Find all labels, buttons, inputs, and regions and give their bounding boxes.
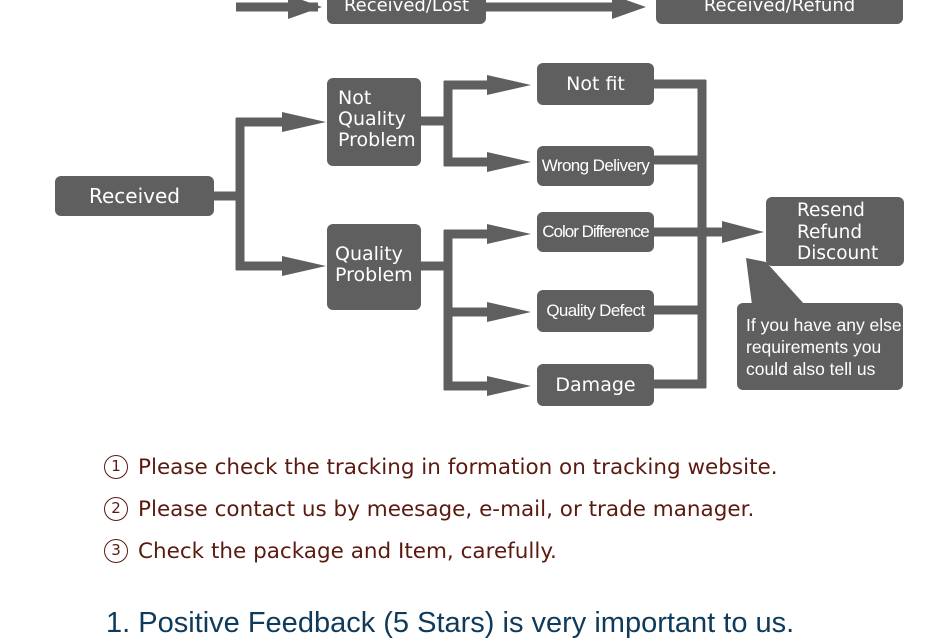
box-not-fit-label: Not fit: [566, 73, 625, 95]
box-received-refund: Received/Refund: [656, 0, 903, 24]
not-quality-line-1: Not: [338, 87, 372, 109]
instruction-item: 1 Please check the tracking in formation…: [104, 446, 778, 488]
note-pointer: [746, 258, 805, 305]
arrowhead-outcome: [722, 221, 764, 243]
arrowhead-quality: [282, 256, 326, 276]
instruction-text: Please check the tracking in formation o…: [138, 454, 778, 480]
not-quality-line-3: Problem: [338, 129, 416, 151]
instruction-item: 2 Please contact us by meesage, e-mail, …: [104, 488, 778, 530]
instruction-text: Please contact us by meesage, e-mail, or…: [138, 496, 755, 522]
note-line-2: requirements you: [746, 337, 882, 357]
circled-number: 3: [104, 539, 128, 563]
box-received-lost: Received/Lost: [327, 0, 486, 24]
box-not-quality-problem: Not Quality Problem: [327, 78, 421, 166]
arrowhead-top-right: [612, 0, 646, 19]
arrowhead-color-difference: [487, 224, 531, 244]
quality-line-1: Quality: [335, 243, 403, 265]
outcome-discount: Discount: [797, 243, 879, 264]
arrowhead-not-fit: [487, 75, 531, 95]
box-damage: Damage: [537, 364, 654, 406]
quality-line-2: Problem: [335, 264, 413, 286]
feedback-heading: 1. Positive Feedback (5 Stars) is very i…: [106, 607, 795, 639]
arrowhead-damage: [487, 376, 531, 396]
box-damage-label: Damage: [555, 374, 636, 396]
arrowhead-top-left: [288, 0, 322, 19]
box-color-difference-label: Color Difference: [542, 222, 650, 241]
box-outcome: Resend Refund Discount: [766, 197, 904, 266]
outcome-refund: Refund: [797, 221, 863, 243]
box-wrong-delivery-label: Wrong Delivery: [541, 156, 650, 175]
instruction-list: 1 Please check the tracking in formation…: [104, 446, 778, 572]
circled-number: 2: [104, 497, 128, 521]
instruction-text: Check the package and Item, carefully.: [138, 538, 557, 564]
box-quality-problem: Quality Problem: [327, 224, 421, 310]
box-received-refund-label: Received/Refund: [703, 0, 856, 16]
not-quality-line-2: Quality: [338, 108, 406, 130]
box-quality-defect-label: Quality Defect: [546, 301, 645, 320]
arrowhead-not-quality: [282, 112, 326, 132]
note-bubble: If you have any else requirements you co…: [737, 303, 903, 390]
box-not-fit: Not fit: [537, 63, 654, 105]
box-received-lost-label: Received/Lost: [343, 0, 470, 16]
box-wrong-delivery: Wrong Delivery: [537, 146, 654, 186]
note-line-1: If you have any else: [746, 315, 902, 335]
box-received: Received: [55, 176, 214, 216]
box-received-label: Received: [89, 184, 180, 208]
instruction-item: 3 Check the package and Item, carefully.: [104, 530, 778, 572]
box-color-difference: Color Difference: [537, 212, 654, 252]
arrowhead-quality-defect: [487, 302, 531, 322]
arrowhead-wrong-delivery: [487, 152, 531, 172]
circled-number: 1: [104, 455, 128, 479]
outcome-resend: Resend: [797, 200, 865, 221]
box-quality-defect: Quality Defect: [537, 290, 654, 332]
note-line-3: could also tell us: [746, 359, 876, 379]
